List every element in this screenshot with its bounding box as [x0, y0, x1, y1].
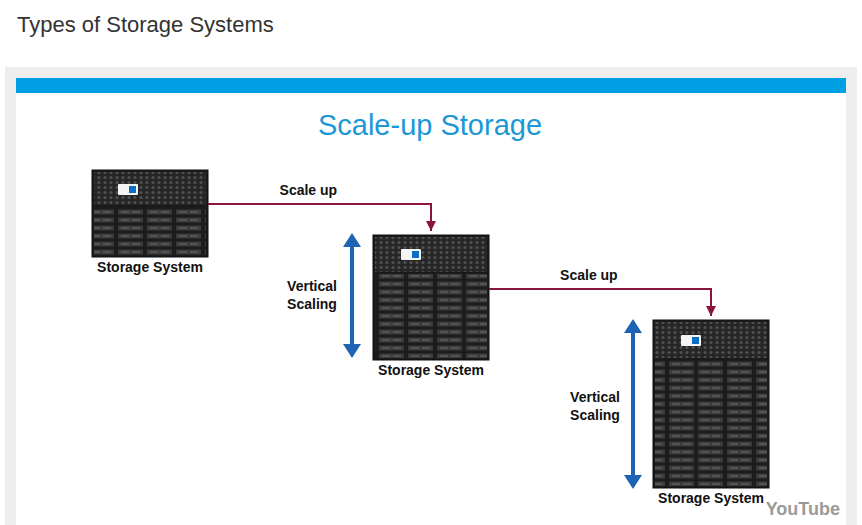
storage-device — [92, 170, 208, 257]
blue-bar — [16, 78, 846, 93]
storage-device — [373, 235, 489, 360]
panel-frame — [5, 67, 857, 525]
vertical-arrow — [343, 233, 361, 358]
node-label: Storage System — [373, 362, 489, 379]
node-label: Storage System — [92, 259, 208, 276]
vertical-arrow — [624, 319, 642, 489]
scale-up-arrow — [489, 289, 711, 316]
watermark: YouTube — [766, 498, 840, 520]
storage-node: Storage System — [653, 320, 769, 507]
slide-title: Scale-up Storage — [318, 108, 542, 142]
page-heading: Types of Storage Systems — [17, 11, 274, 39]
axis-label: Vertical Scaling — [562, 388, 628, 424]
storage-node: Storage System — [92, 170, 208, 276]
edge-label: Scale up — [558, 267, 620, 284]
node-label: Storage System — [653, 490, 769, 507]
edge-label: Scale up — [278, 182, 340, 199]
slide-area — [16, 78, 846, 525]
storage-node: Storage System — [373, 235, 489, 379]
scale-up-arrow — [208, 204, 431, 231]
axis-label: Vertical Scaling — [279, 277, 345, 313]
storage-device — [653, 320, 769, 488]
